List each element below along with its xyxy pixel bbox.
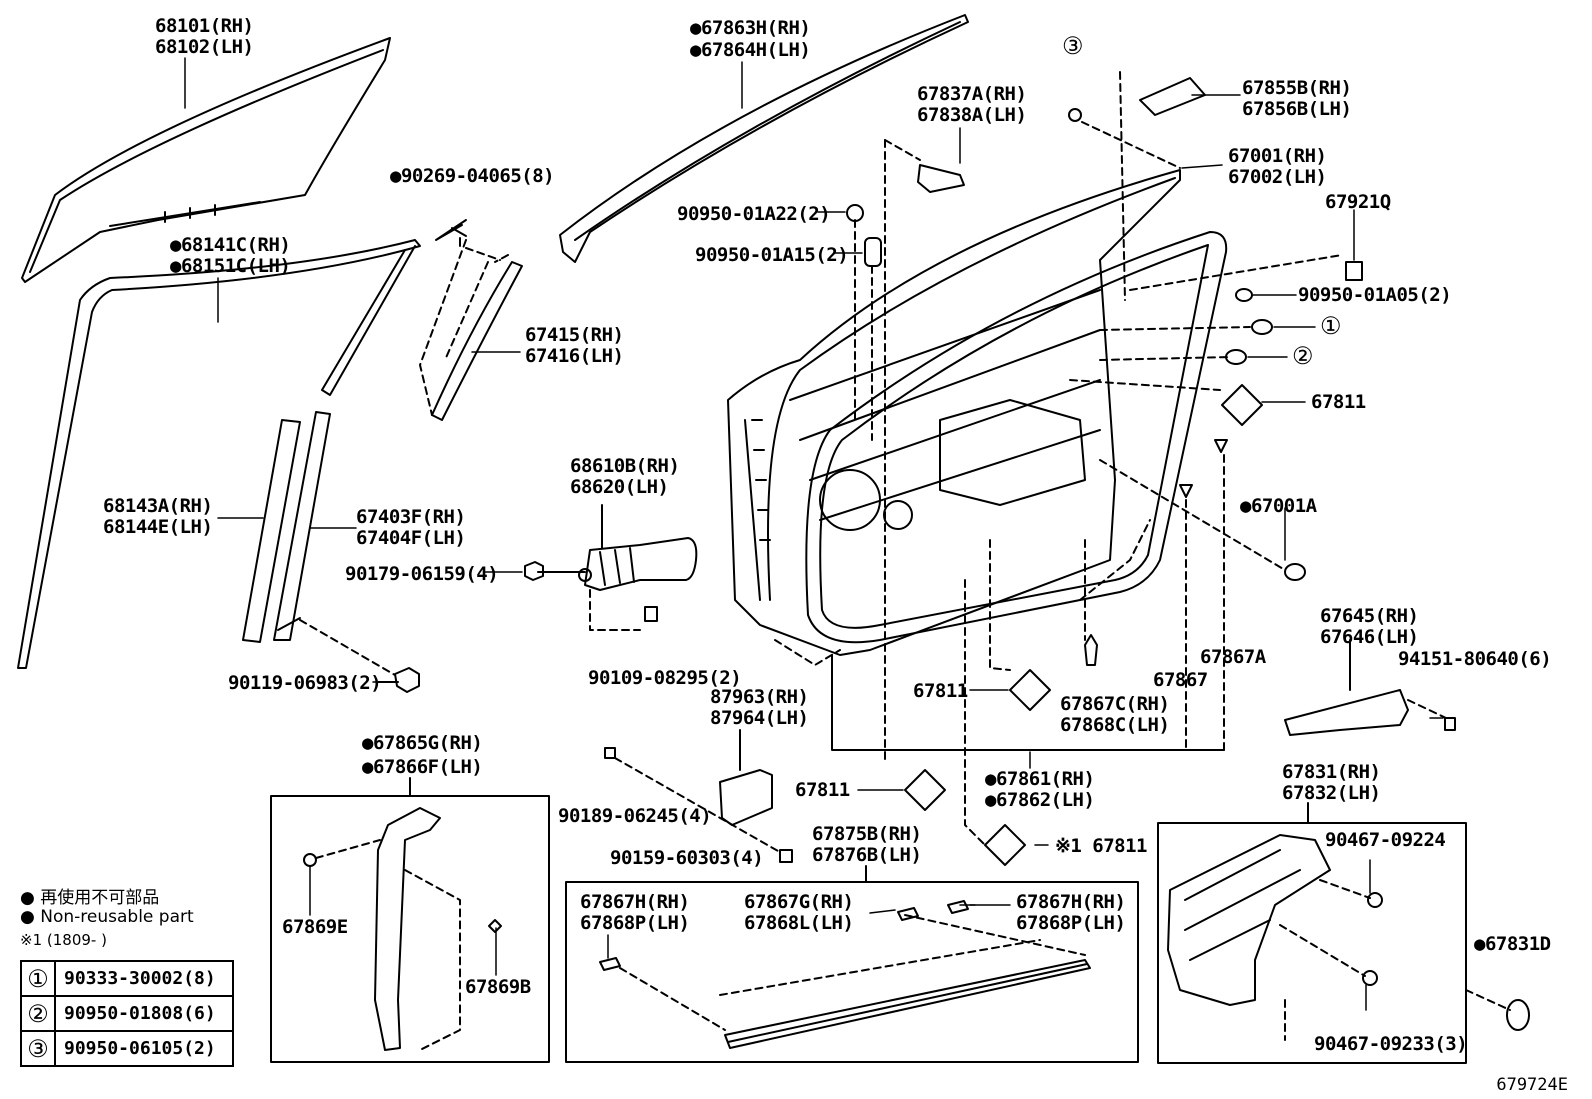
label-68151c: ●68151C(LH) bbox=[170, 255, 291, 277]
label-67001: 67001(RH) bbox=[1228, 145, 1327, 167]
label-90269: ●90269-04065(8) bbox=[390, 165, 555, 187]
label-67868c: 67868C(LH) bbox=[1060, 714, 1170, 736]
diagram-code: 679724E bbox=[1496, 1075, 1568, 1095]
run-channel-part bbox=[17, 239, 421, 669]
label-67856b: 67856B(LH) bbox=[1242, 98, 1352, 120]
label-94151: 94151-80640(6) bbox=[1398, 648, 1552, 670]
reference-table: ① 90333-30002(8) ② 90950-01808(6) ③ 9095… bbox=[20, 960, 234, 1067]
label-90467-09233: 90467-09233(3) bbox=[1314, 1033, 1468, 1055]
legend-note: ※1 (1809- ) bbox=[20, 931, 107, 949]
label-68620: 68620(LH) bbox=[570, 476, 669, 498]
label-67002: 67002(LH) bbox=[1228, 166, 1327, 188]
label-87963: 87963(RH) bbox=[710, 686, 809, 708]
label-68101: 68101(RH) bbox=[155, 15, 254, 37]
front-sash-part bbox=[419, 219, 523, 421]
table-symbol: ① bbox=[20, 960, 56, 997]
label-90950-01a22: 90950-01A22(2) bbox=[677, 203, 831, 225]
label-90109: 90109-08295(2) bbox=[588, 667, 742, 689]
legend-non-reusable-jp: ● 再使用不可部品 bbox=[20, 883, 159, 908]
label-67867g: 67867G(RH) bbox=[744, 891, 854, 913]
label-67869b: 67869B bbox=[465, 976, 531, 998]
legend-bullet-icon-2: ● bbox=[20, 907, 35, 927]
label-67811-c: 67811 bbox=[795, 779, 850, 801]
door-check-part bbox=[524, 504, 698, 631]
label-67868p-2: 67868P(LH) bbox=[1016, 912, 1126, 934]
label-87964: 87964(LH) bbox=[710, 707, 809, 729]
label-67876b: 67876B(LH) bbox=[812, 844, 922, 866]
label-67416: 67416(LH) bbox=[525, 345, 624, 367]
label-67864h: ●67864H(LH) bbox=[690, 39, 811, 61]
label-67837a: 67837A(RH) bbox=[917, 83, 1027, 105]
label-67875b: 67875B(RH) bbox=[812, 823, 922, 845]
callout-2: ② bbox=[1292, 342, 1314, 370]
legend-jp-text: 再使用不可部品 bbox=[40, 888, 160, 908]
label-90950-01a15: 90950-01A15(2) bbox=[695, 244, 849, 266]
legend-non-reusable-en: ● Non-reusable part bbox=[20, 907, 194, 927]
label-90950-01a05: 90950-01A05(2) bbox=[1298, 284, 1452, 306]
label-67867h-1: 67867H(RH) bbox=[580, 891, 690, 913]
label-67001a: ●67001A bbox=[1240, 495, 1317, 517]
bracket-87963-part bbox=[604, 729, 793, 863]
label-67868l: 67868L(LH) bbox=[744, 912, 854, 934]
label-67868p-1: 67868P(LH) bbox=[580, 912, 690, 934]
table-part: 90950-01808(6) bbox=[54, 995, 234, 1032]
table-symbol: ③ bbox=[20, 1030, 56, 1067]
table-row: ① 90333-30002(8) bbox=[20, 960, 234, 997]
door-panel-part bbox=[727, 169, 1181, 656]
callout-3: ③ bbox=[1062, 32, 1084, 60]
label-67855b: 67855B(RH) bbox=[1242, 77, 1352, 99]
legend-en-text: Non-reusable part bbox=[40, 907, 194, 927]
label-67811-d: ※1 67811 bbox=[1055, 835, 1148, 857]
label-67811-a: 67811 bbox=[1311, 391, 1366, 413]
label-67646: 67646(LH) bbox=[1320, 626, 1419, 648]
label-67831: 67831(RH) bbox=[1282, 761, 1381, 783]
legend-bullet-icon: ● bbox=[20, 888, 35, 908]
table-part: 90950-06105(2) bbox=[54, 1030, 234, 1067]
callout-1: ① bbox=[1320, 312, 1342, 340]
label-90119: 90119-06983(2) bbox=[228, 672, 382, 694]
table-row: ③ 90950-06105(2) bbox=[20, 1030, 234, 1067]
table-part: 90333-30002(8) bbox=[54, 960, 234, 997]
legend-note-text: (1809- ) bbox=[46, 931, 107, 949]
label-67867c: 67867C(RH) bbox=[1060, 693, 1170, 715]
misc-clips-part bbox=[846, 71, 1206, 761]
label-67415: 67415(RH) bbox=[525, 324, 624, 346]
label-67863h: ●67863H(RH) bbox=[690, 17, 811, 39]
label-68143a: 68143A(RH) bbox=[103, 495, 213, 517]
label-67861: ●67861(RH) bbox=[985, 768, 1095, 790]
weatherstrip-part bbox=[774, 231, 1228, 666]
label-68141c: ●68141C(RH) bbox=[170, 234, 291, 256]
label-68144e: 68144E(LH) bbox=[103, 516, 213, 538]
clip-90269-part bbox=[451, 227, 501, 261]
label-68610b: 68610B(RH) bbox=[570, 455, 680, 477]
label-90189: 90189-06245(4) bbox=[558, 805, 712, 827]
label-67811-b: 67811 bbox=[913, 680, 968, 702]
label-67866f: ●67866F(LH) bbox=[362, 756, 483, 778]
label-67404f: 67404F(LH) bbox=[356, 527, 466, 549]
label-67862: ●67862(LH) bbox=[985, 789, 1095, 811]
label-67403f: 67403F(RH) bbox=[356, 506, 466, 528]
label-67867: 67867 bbox=[1153, 669, 1208, 691]
label-90467-09224: 90467-09224 bbox=[1325, 829, 1446, 851]
label-67838a: 67838A(LH) bbox=[917, 104, 1027, 126]
label-67832: 67832(LH) bbox=[1282, 782, 1381, 804]
legend-note-symbol: ※1 bbox=[20, 931, 43, 949]
table-row: ② 90950-01808(6) bbox=[20, 995, 234, 1032]
label-90159: 90159-60303(4) bbox=[610, 847, 764, 869]
table-symbol: ② bbox=[20, 995, 56, 1032]
label-67831d: ●67831D bbox=[1474, 933, 1551, 955]
label-67921q: 67921Q bbox=[1325, 191, 1391, 213]
label-67867h-2: 67867H(RH) bbox=[1016, 891, 1126, 913]
label-67869e: 67869E bbox=[282, 916, 348, 938]
label-67865g: ●67865G(RH) bbox=[362, 732, 483, 754]
label-67867a: 67867A bbox=[1200, 646, 1266, 668]
label-68102: 68102(LH) bbox=[155, 36, 254, 58]
division-bar-part bbox=[242, 411, 331, 643]
label-67645: 67645(RH) bbox=[1320, 605, 1419, 627]
label-90179: 90179-06159(4) bbox=[345, 563, 499, 585]
